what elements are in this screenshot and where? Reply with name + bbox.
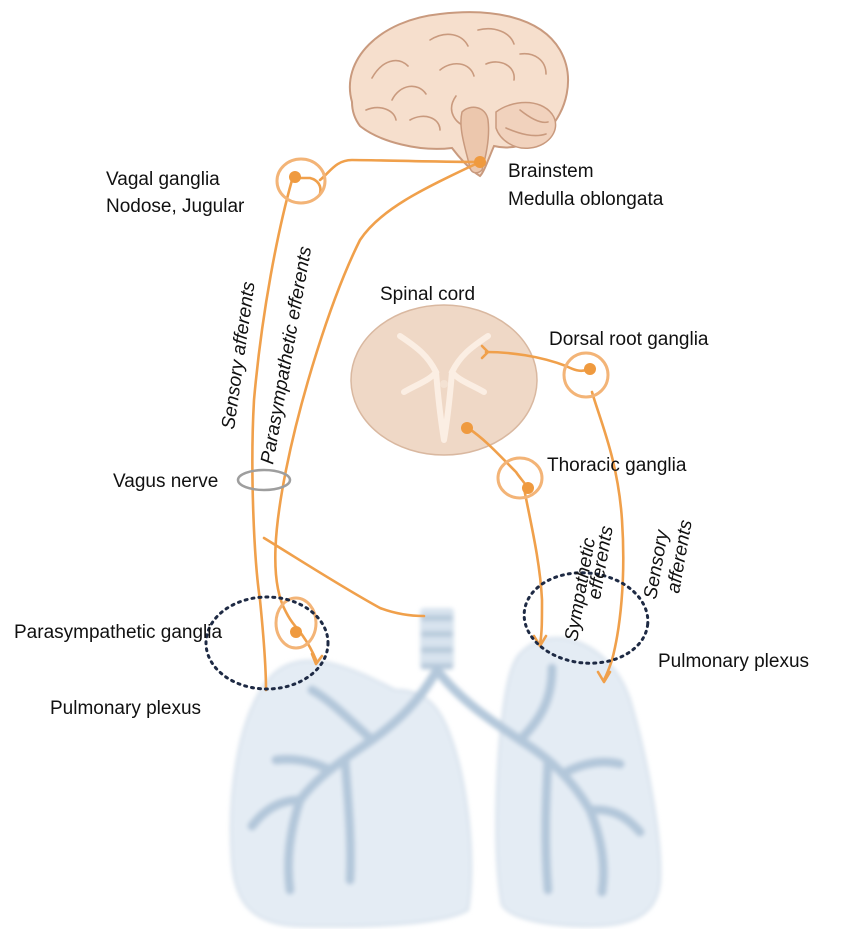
- parasympathetic-ganglia-neuron-dot: [290, 626, 302, 638]
- brain-illustration-icon: [350, 12, 568, 176]
- vagus-nerve-label: Vagus nerve: [113, 471, 218, 492]
- brainstem-neuron-dot: [474, 156, 486, 168]
- thoracic-ganglia-neuron-dot: [522, 482, 534, 494]
- pulmonary-plexus-right-label: Pulmonary plexus: [658, 651, 809, 672]
- vagus-nerve-ring: [238, 470, 290, 490]
- medulla-label: Medulla oblongata: [508, 189, 664, 210]
- thoracic-ganglia-label: Thoracic ganglia: [547, 455, 687, 476]
- parasympathetic-ganglia-label: Parasympathetic ganglia: [14, 622, 222, 643]
- vagal-ganglia-label: Vagal ganglia: [106, 169, 220, 190]
- dorsal-root-ganglia-label: Dorsal root ganglia: [549, 329, 709, 350]
- dorsal-root-neuron-dot: [584, 363, 596, 375]
- dorsal-root-ganglia-ring: [564, 353, 608, 397]
- parasympathetic-efferents-label: Parasympathetic efferents: [257, 244, 316, 466]
- pulmonary-plexus-left-label: Pulmonary plexus: [50, 698, 201, 719]
- parasympathetic-ganglia-ring: [276, 598, 316, 648]
- spinal-cord-cross-section-icon: [351, 305, 537, 455]
- brainstem-label: Brainstem: [508, 161, 594, 182]
- spinal-cord-label: Spinal cord: [380, 284, 475, 305]
- vagal-ganglia-neuron-dot: [289, 171, 301, 183]
- lungs-illustration-icon: [231, 608, 660, 926]
- spinal-cord-neuron-dot: [461, 422, 473, 434]
- vagal-ganglia-sublabel: Nodose, Jugular: [106, 196, 245, 217]
